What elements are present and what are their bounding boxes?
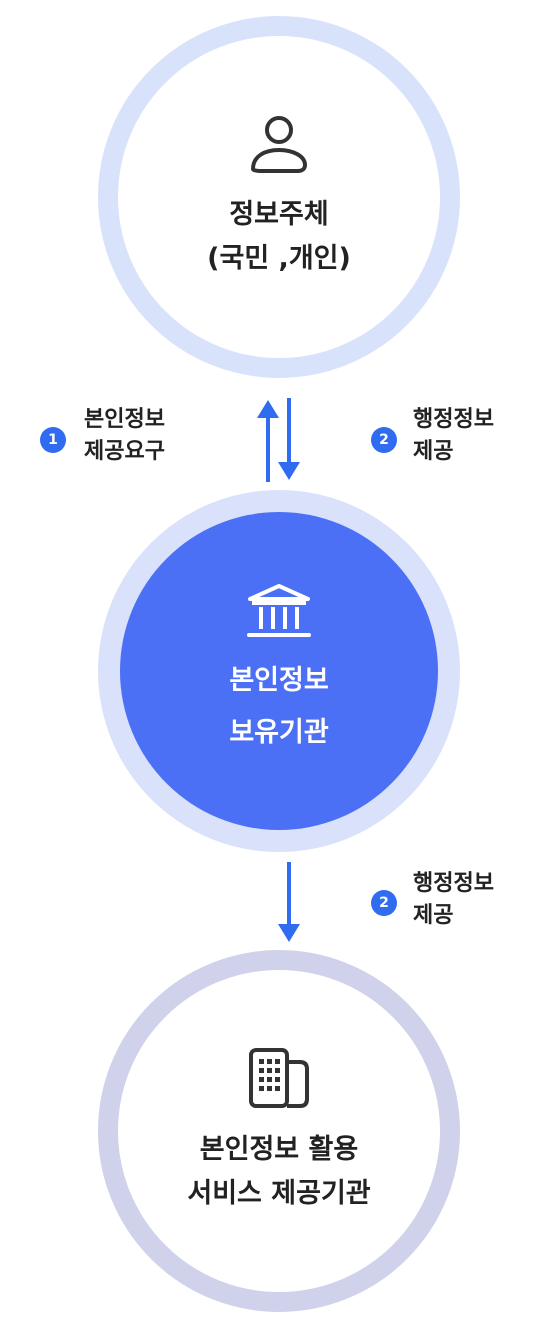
edge-label-line: 행정정보: [413, 871, 494, 896]
step-badge: 2: [371, 890, 397, 916]
holder-subtitle: 보유기관: [229, 717, 329, 748]
step-badge: 1: [40, 427, 66, 453]
edge-label-line: 제공: [413, 439, 454, 464]
subject-title: 정보주체: [229, 199, 329, 230]
edge-label-provide: 행정정보 제공: [413, 404, 494, 468]
edge-label-request: 본인정보 제공요구: [84, 404, 165, 468]
arrow-down-provide-2: [278, 862, 300, 942]
holder-node: 본인정보 보유기관: [120, 512, 438, 830]
holder-title: 본인정보: [229, 665, 329, 696]
edge-label-line: 제공요구: [84, 439, 165, 464]
edge-label-line: 제공: [413, 903, 454, 928]
arrow-up-request: [257, 400, 279, 482]
arrow-down-provide: [278, 398, 300, 480]
subject-subtitle: (국민 ,개인): [207, 243, 351, 274]
bank-building-icon: [247, 584, 311, 637]
service-title: 본인정보 활용: [199, 1134, 359, 1165]
person-icon: [251, 116, 307, 173]
edge-label-line: 행정정보: [413, 407, 494, 432]
edge-label-line: 본인정보: [84, 407, 165, 432]
edge-label-provide-2: 행정정보 제공: [413, 868, 494, 932]
service-subtitle: 서비스 제공기관: [187, 1178, 371, 1209]
step-badge: 2: [371, 427, 397, 453]
office-building-icon: [249, 1048, 309, 1108]
